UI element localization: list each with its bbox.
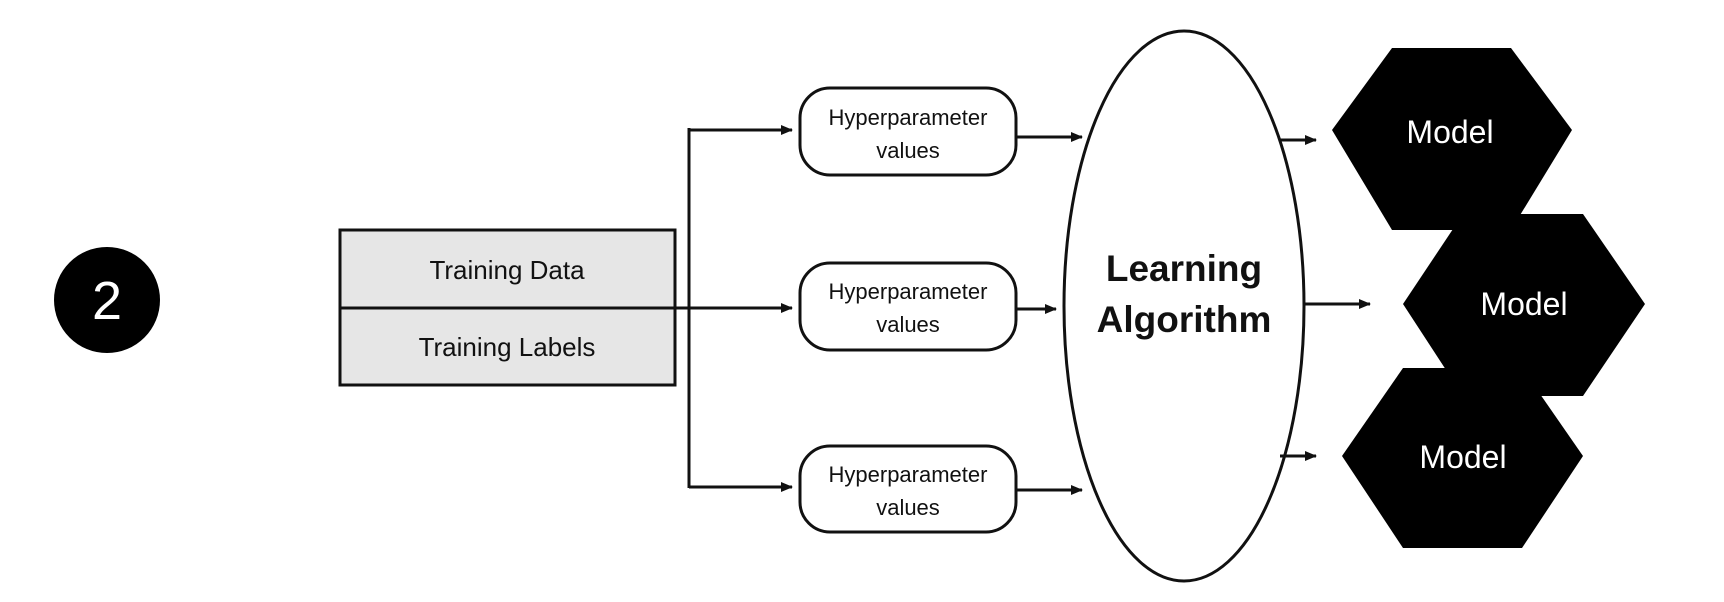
training-data-label: Training Data — [429, 255, 585, 285]
training-labels-label: Training Labels — [419, 332, 596, 362]
step-badge: 2 — [54, 247, 160, 353]
hyperparameter-box-2-shape — [798, 261, 1018, 352]
learning-algorithm: Learning Algorithm — [1062, 29, 1306, 583]
hyperparameter-box-3: Hyperparameter values — [798, 444, 1018, 534]
hyperparameter-box-1: Hyperparameter values — [798, 86, 1018, 177]
learning-algorithm-line2: Algorithm — [1097, 299, 1272, 340]
hyperparameter-1-line1: Hyperparameter — [829, 105, 988, 130]
model-1-label: Model — [1406, 114, 1493, 150]
model-hexagon-2-shape — [1403, 214, 1645, 396]
hyperparameter-1-line2: values — [876, 138, 940, 163]
training-data-cell — [338, 228, 677, 310]
step-number: 2 — [92, 271, 122, 331]
model-3-label: Model — [1419, 439, 1506, 475]
hyperparameter-2-line1: Hyperparameter — [829, 279, 988, 304]
step-circle — [54, 247, 160, 353]
learning-algorithm-ellipse — [1062, 29, 1306, 583]
hyperparameter-box-1-shape — [798, 86, 1018, 177]
model-hexagon-2: Model — [1403, 214, 1645, 396]
hyperparameter-3-line1: Hyperparameter — [829, 462, 988, 487]
hyperparameter-2-line2: values — [876, 312, 940, 337]
hyperparameter-box-2: Hyperparameter values — [798, 261, 1018, 352]
model-2-label: Model — [1480, 286, 1567, 322]
learning-algorithm-line1: Learning — [1106, 248, 1262, 289]
hyperparameter-3-line2: values — [876, 495, 940, 520]
training-box: Training Data Training Labels — [338, 228, 677, 387]
model-arrows — [1280, 135, 1371, 461]
model-hexagon-1: Model — [1332, 48, 1572, 230]
hyperparameter-arrows — [1016, 132, 1083, 495]
branch-connectors — [675, 125, 793, 492]
model-hexagon-3-shape — [1342, 368, 1583, 548]
training-labels-cell — [338, 306, 677, 387]
model-hexagon-3: Model — [1342, 368, 1583, 548]
model-hexagon-1-shape — [1332, 48, 1572, 230]
